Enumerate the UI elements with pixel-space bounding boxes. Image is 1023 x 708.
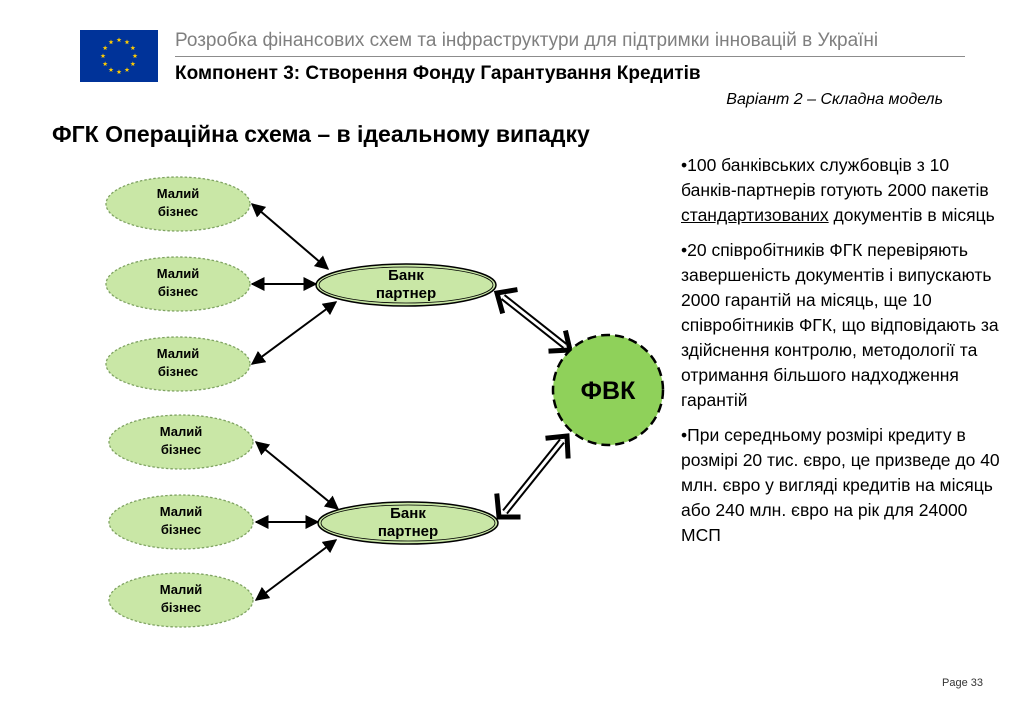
small-business-label: бізнес xyxy=(161,442,201,457)
small-business-label: Малий xyxy=(157,186,199,201)
arrow-bank1-fvk xyxy=(493,287,574,354)
bullet-loan-volume: •При середньому розмірі кредиту в розмір… xyxy=(681,425,1000,545)
small-business-node-1: Малий бізнес xyxy=(105,176,251,232)
bullet-underlined-text: стандартизованих xyxy=(681,205,829,225)
flag-star-icon xyxy=(116,69,122,75)
small-business-label: бізнес xyxy=(158,284,198,299)
small-business-node-5: Малий бізнес xyxy=(108,494,254,550)
connector-sb4-bank2 xyxy=(254,441,340,510)
flag-star-icon xyxy=(124,67,130,72)
small-business-label: Малий xyxy=(157,266,199,281)
bank-fvk-arrows xyxy=(493,287,574,520)
bank-partner-node-1: Банк партнер xyxy=(315,263,497,307)
flag-star-icon xyxy=(116,37,122,43)
flag-star-icon xyxy=(130,61,136,67)
flag-star-icon xyxy=(130,45,136,51)
small-business-label: бізнес xyxy=(158,204,198,219)
bank-partner-node-2: Банк партнер xyxy=(317,501,499,545)
bank-partner-label: партнер xyxy=(376,285,436,302)
small-business-label: Малий xyxy=(160,582,202,597)
flag-star-icon xyxy=(132,53,138,59)
header-divider xyxy=(175,56,965,57)
small-business-label: бізнес xyxy=(161,522,201,537)
flag-star-icon xyxy=(108,67,114,72)
small-business-label: Малий xyxy=(160,424,202,439)
page-number: Page 33 xyxy=(942,677,983,689)
bank-partner-label: Банк xyxy=(388,267,424,284)
flag-star-icon xyxy=(102,45,108,51)
small-business-label: бізнес xyxy=(158,364,198,379)
flag-star-icon xyxy=(124,39,130,45)
small-business-node-2: Малий бізнес xyxy=(105,256,251,312)
bullet-text: •100 банківських службовців з 10 банків-… xyxy=(681,155,989,200)
bullet-staff-preparation: •100 банківських службовців з 10 банків-… xyxy=(681,153,1001,228)
small-business-label: Малий xyxy=(157,346,199,361)
flag-star-icon xyxy=(102,61,108,67)
small-business-node-3: Малий бізнес xyxy=(105,336,251,392)
eu-flag-logo xyxy=(80,30,158,82)
small-business-label: бізнес xyxy=(161,600,201,615)
flag-stars xyxy=(100,37,138,75)
component-title: Компонент 3: Створення Фонду Гарантуванн… xyxy=(175,63,701,84)
key-facts-list: •100 банківських службовців з 10 банків-… xyxy=(681,153,1001,558)
fvk-center-node: ФВК xyxy=(551,333,665,447)
bullet-text: документів в місяць xyxy=(828,205,995,225)
variant-label: Варіант 2 – Складна модель xyxy=(726,91,943,108)
flag-star-icon xyxy=(100,53,106,59)
connector-sb6-bank2 xyxy=(254,539,338,601)
fvk-label: ФВК xyxy=(581,377,636,405)
bullet-fgk-staff: •20 співробітників ФГК перевіряють завер… xyxy=(681,240,999,410)
bank-partner-label: партнер xyxy=(378,523,438,540)
arrow-bank2-fvk xyxy=(494,433,571,520)
connectors xyxy=(250,203,340,601)
bank-partner-label: Банк xyxy=(390,505,426,522)
small-business-node-4: Малий бізнес xyxy=(108,414,254,470)
project-title: Розробка фінансових схем та інфраструкту… xyxy=(175,30,879,51)
flag-star-icon xyxy=(108,39,114,45)
connector-sb3-bank1 xyxy=(250,301,338,365)
connector-sb1-bank1 xyxy=(250,203,330,270)
slide-title: ФГК Операційна схема – в ідеальному випа… xyxy=(52,121,590,147)
small-business-label: Малий xyxy=(160,504,202,519)
small-business-node-6: Малий бізнес xyxy=(108,572,254,628)
